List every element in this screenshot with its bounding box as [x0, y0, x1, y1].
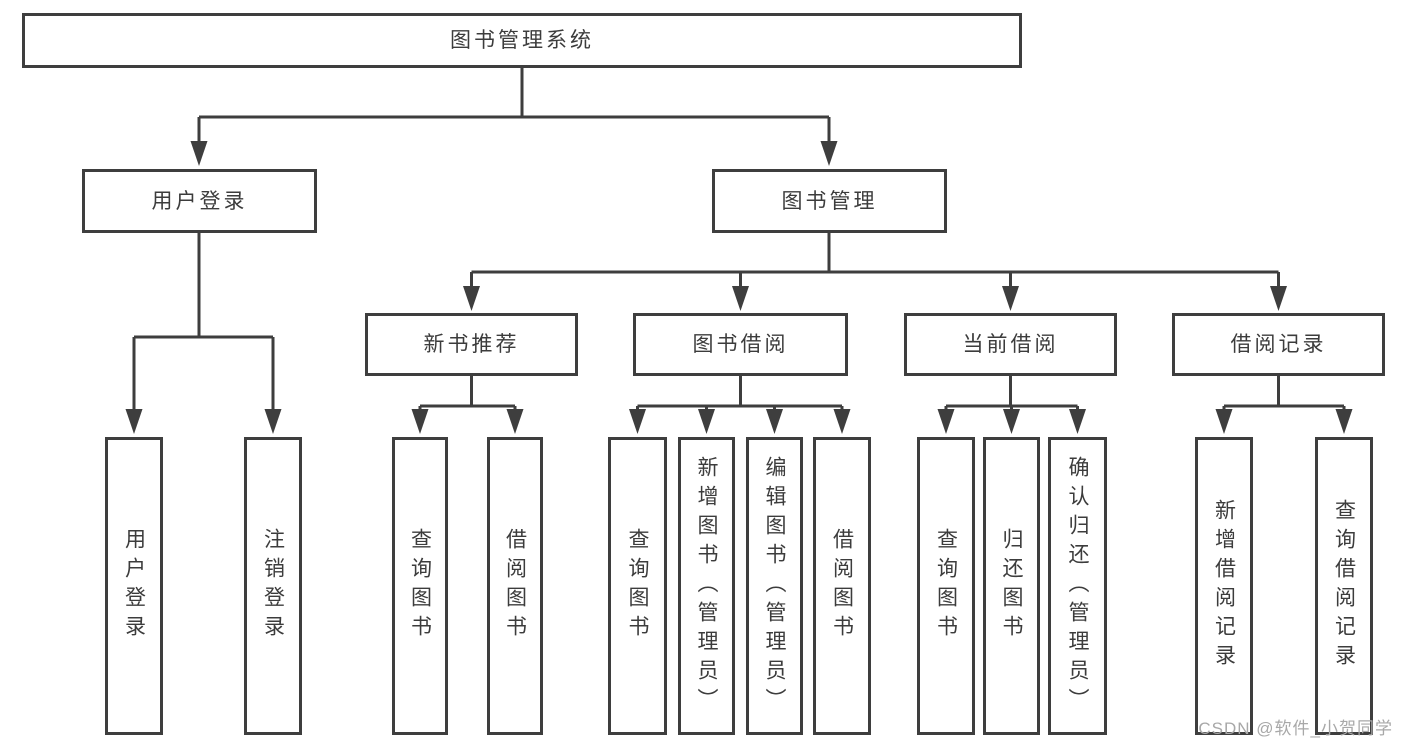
node-root-label: 图书管理系统 [450, 29, 594, 52]
leaf-query-books-3: 查询图书 [917, 437, 975, 735]
leaf-return-books-label: 归还图书 [1000, 528, 1023, 644]
arrowhead-down-icon [125, 409, 143, 434]
arrowhead-down-icon [820, 141, 838, 166]
arrowhead-down-icon [833, 409, 851, 434]
arrowhead-down-icon [411, 409, 429, 434]
arrowhead-down-icon [629, 409, 646, 434]
leaf-confirm-return-admin: 确认归还（管理员） [1048, 437, 1107, 735]
leaf-query-borrow-record-label: 查询借阅记录 [1332, 499, 1356, 673]
leaf-add-books-admin-label: 新增图书（管理员） [695, 455, 718, 717]
node-new-book-recommend-label: 新书推荐 [423, 333, 520, 356]
node-book-borrowing-label: 图书借阅 [692, 333, 789, 356]
leaf-query-books-2-label: 查询图书 [626, 528, 649, 644]
arrowhead-down-icon [1270, 286, 1287, 311]
arrowhead-down-icon [698, 409, 715, 434]
node-user-login-label: 用户登录 [151, 189, 248, 213]
node-current-borrowing: 当前借阅 [904, 313, 1117, 376]
leaf-borrow-books-2: 借阅图书 [813, 437, 871, 735]
node-book-management-label: 图书管理 [781, 189, 878, 213]
leaf-query-books-1-label: 查询图书 [408, 528, 432, 644]
leaf-add-borrow-record-label: 新增借阅记录 [1212, 499, 1236, 673]
leaf-confirm-return-admin-label: 确认归还（管理员） [1066, 455, 1089, 717]
arrowhead-down-icon [732, 286, 749, 311]
arrowhead-down-icon [264, 409, 282, 434]
node-new-book-recommend: 新书推荐 [365, 313, 578, 376]
leaf-query-books-1: 查询图书 [392, 437, 448, 735]
arrowhead-down-icon [766, 409, 783, 434]
leaf-user-login-action: 用户登录 [105, 437, 163, 735]
node-borrowing-records: 借阅记录 [1172, 313, 1385, 376]
leaf-query-books-3-label: 查询图书 [934, 528, 958, 644]
node-book-borrowing: 图书借阅 [633, 313, 848, 376]
leaf-edit-books-admin-label: 编辑图书（管理员） [763, 455, 786, 717]
leaf-add-books-admin: 新增图书（管理员） [678, 437, 735, 735]
arrowhead-down-icon [506, 409, 524, 434]
arrowhead-down-icon [190, 141, 208, 166]
leaf-query-borrow-record: 查询借阅记录 [1315, 437, 1373, 735]
node-user-login: 用户登录 [82, 169, 317, 233]
arrowhead-down-icon [937, 409, 955, 434]
arrowhead-down-icon [1215, 409, 1233, 434]
node-root: 图书管理系统 [22, 13, 1022, 68]
node-current-borrowing-label: 当前借阅 [962, 333, 1059, 356]
leaf-query-books-2: 查询图书 [608, 437, 667, 735]
leaf-borrow-books-1-label: 借阅图书 [503, 528, 527, 644]
leaf-logout: 注销登录 [244, 437, 302, 735]
leaf-borrow-books-1: 借阅图书 [487, 437, 543, 735]
arrowhead-down-icon [1003, 409, 1020, 434]
node-borrowing-records-label: 借阅记录 [1230, 333, 1327, 356]
leaf-logout-label: 注销登录 [261, 528, 285, 644]
arrowhead-down-icon [463, 286, 480, 311]
arrowhead-down-icon [1069, 409, 1086, 434]
arrowhead-down-icon [1002, 286, 1019, 311]
leaf-edit-books-admin: 编辑图书（管理员） [746, 437, 803, 735]
leaf-return-books: 归还图书 [983, 437, 1040, 735]
leaf-add-borrow-record: 新增借阅记录 [1195, 437, 1253, 735]
node-book-management: 图书管理 [712, 169, 947, 233]
leaf-user-login-action-label: 用户登录 [122, 528, 146, 644]
arrowhead-down-icon [1335, 409, 1353, 434]
csdn-watermark: CSDN @软件_小贺同学 [1198, 719, 1393, 738]
leaf-borrow-books-2-label: 借阅图书 [830, 528, 854, 644]
